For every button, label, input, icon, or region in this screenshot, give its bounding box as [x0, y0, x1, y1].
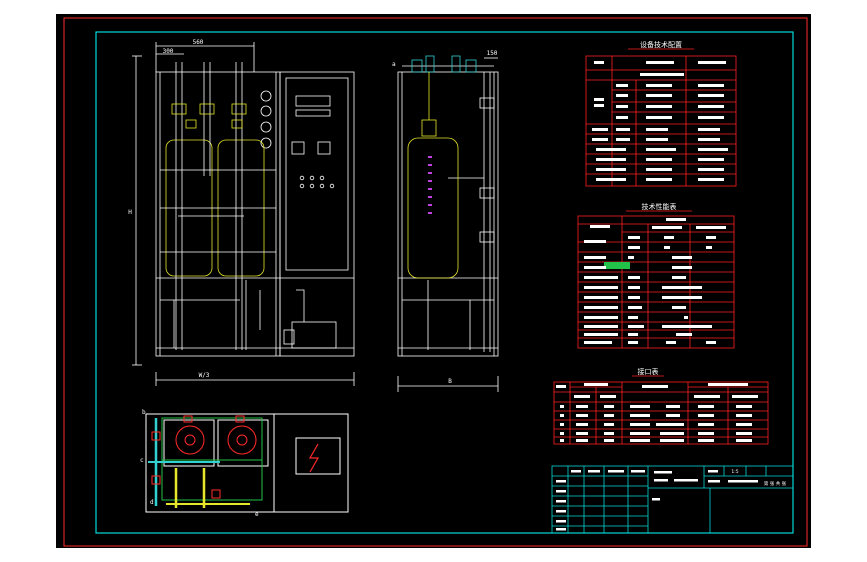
drawing-sheet — [56, 14, 811, 548]
dim-front-bottom: W/3 — [199, 372, 210, 379]
spec-table-glyphs — [584, 218, 726, 344]
config-table-title: 设备技术配置 — [640, 40, 682, 49]
title-block-sheet-no: 第 张 共 张 — [764, 480, 787, 487]
dim-front-height: H — [128, 209, 132, 216]
port-table — [553, 381, 769, 445]
dim-front-width: 560 — [193, 39, 204, 46]
side-view — [397, 55, 499, 392]
tank-markings — [428, 156, 432, 214]
plan-marker-e: e — [255, 511, 259, 518]
title-block — [551, 465, 794, 534]
port-table-glyphs — [556, 383, 758, 442]
spec-table-highlight — [604, 262, 630, 269]
spec-table-title: 技术性能表 — [642, 202, 677, 211]
dim-side-top: 150 — [487, 50, 498, 57]
config-table-glyphs — [592, 61, 728, 181]
plan-marker-b: b — [142, 409, 146, 416]
title-block-glyphs — [556, 470, 758, 531]
inner-border — [95, 31, 794, 534]
outer-border — [63, 17, 808, 547]
side-marker-a: a — [392, 61, 396, 68]
front-view — [132, 42, 355, 386]
port-table-title: 接口表 — [638, 367, 659, 376]
plan-marker-d: d — [150, 499, 154, 506]
title-block-scale: 1:5 — [731, 469, 738, 475]
dim-front-sub: 300 — [163, 48, 174, 55]
plan-view — [145, 413, 349, 513]
dim-side-width: B — [448, 378, 452, 385]
config-table — [585, 55, 737, 187]
plan-marker-c: c — [140, 457, 144, 464]
